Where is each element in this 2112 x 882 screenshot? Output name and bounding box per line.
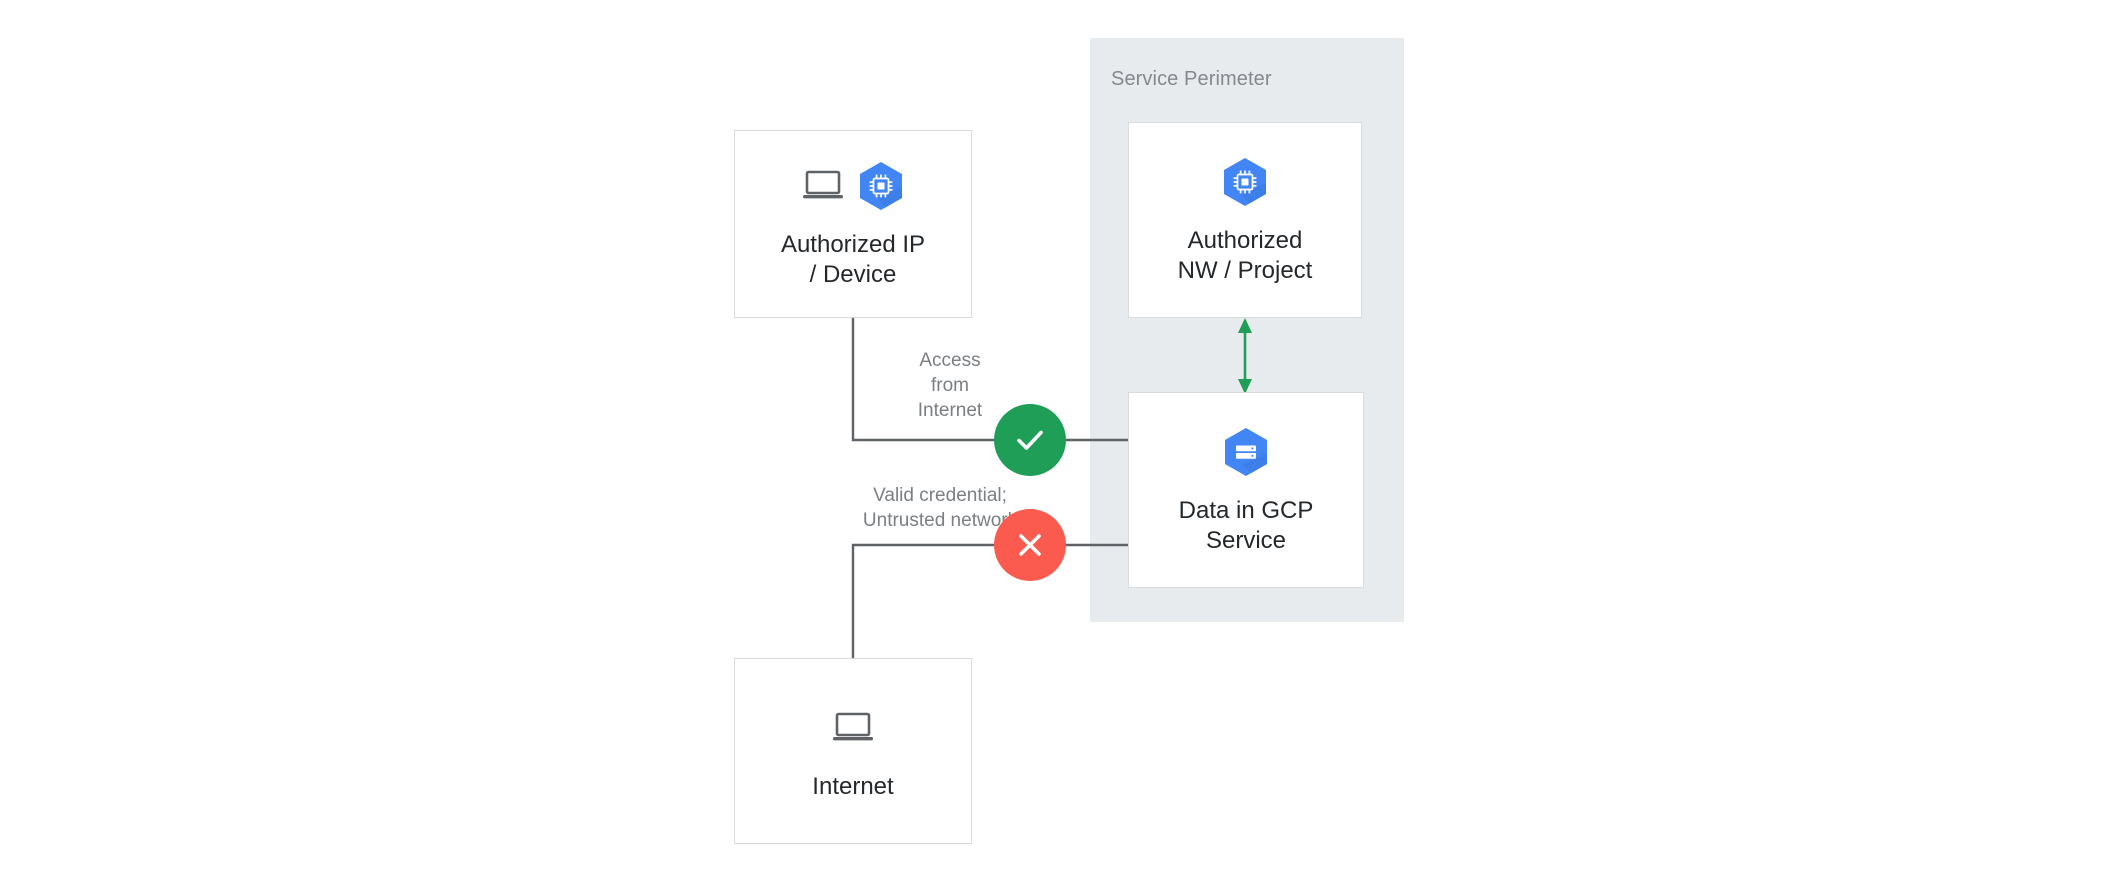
status-badge-allowed[interactable] <box>994 404 1066 476</box>
edge-label-access-from-internet: Access from Internet <box>917 350 983 422</box>
node-label: Authorized IP / Device <box>780 231 926 288</box>
laptop-icon <box>803 170 843 199</box>
node-icon-group <box>832 700 874 756</box>
gcp-storage-hexagon-icon <box>1225 428 1267 476</box>
laptop-icon <box>833 712 873 741</box>
wire-deny-path <box>851 543 1128 658</box>
node-internet[interactable]: Internet <box>734 658 972 844</box>
node-data-in-gcp-service[interactable]: Data in GCP Service <box>1128 392 1364 588</box>
gcp-compute-hexagon-icon <box>860 162 902 210</box>
service-perimeter-label: Service Perimeter <box>1111 68 1272 90</box>
edge-label-valid-credential-untrusted-network: Valid credential; Untrusted network <box>862 485 1018 532</box>
close-icon <box>1019 534 1041 556</box>
gcp-compute-hexagon-icon <box>1224 158 1266 206</box>
check-icon <box>1017 430 1043 450</box>
node-authorized-nw-project[interactable]: Authorized NW / Project <box>1128 122 1362 318</box>
node-label: Internet <box>812 773 894 800</box>
node-icon-group <box>1222 154 1268 210</box>
node-authorized-ip-device[interactable]: Authorized IP / Device <box>734 130 972 318</box>
node-label: Authorized NW / Project <box>1177 227 1313 284</box>
node-icon-group <box>802 158 904 214</box>
node-label: Data in GCP Service <box>1178 497 1314 554</box>
node-icon-group <box>1223 424 1269 480</box>
status-badge-denied[interactable] <box>994 509 1066 581</box>
